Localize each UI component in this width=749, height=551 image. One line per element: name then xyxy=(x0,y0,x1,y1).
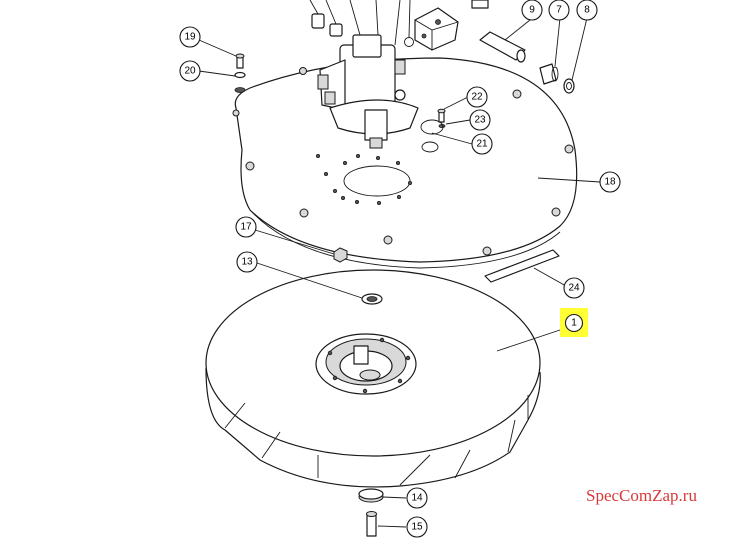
callout-23[interactable]: 23 xyxy=(469,109,491,131)
washer-14-bolt-15 xyxy=(358,488,384,537)
watermark-text: SpecComZap.ru xyxy=(586,486,697,505)
small-parts-21-23 xyxy=(420,108,446,153)
impeller xyxy=(205,269,541,488)
callout-13-label: 13 xyxy=(241,257,253,268)
callout-14-label: 14 xyxy=(411,493,423,504)
callout-9[interactable]: 9 xyxy=(521,0,543,21)
callout-8-label: 8 xyxy=(584,5,590,16)
callout-17[interactable]: 17 xyxy=(235,216,257,238)
hub-holes xyxy=(327,337,411,394)
callout-1-label: 1 xyxy=(571,318,577,329)
callout-20[interactable]: 20 xyxy=(179,60,201,82)
callout-13[interactable]: 13 xyxy=(236,251,258,273)
callout-14[interactable]: 14 xyxy=(406,487,428,509)
callout-24[interactable]: 24 xyxy=(563,277,585,299)
callout-22[interactable]: 22 xyxy=(466,86,488,108)
leader-lines xyxy=(198,17,601,528)
callout-15[interactable]: 15 xyxy=(406,516,428,538)
callout-15-label: 15 xyxy=(411,522,423,533)
callout-7[interactable]: 7 xyxy=(548,0,570,21)
callout-9-label: 9 xyxy=(529,5,535,16)
plate-holes xyxy=(315,153,412,205)
motor-assembly xyxy=(309,0,419,149)
valve-block xyxy=(414,0,489,51)
callout-20-label: 20 xyxy=(184,66,196,77)
cover-plate xyxy=(232,57,578,269)
callout-22-label: 22 xyxy=(471,92,483,103)
callout-19-label: 19 xyxy=(184,32,196,43)
callout-19[interactable]: 19 xyxy=(179,26,201,48)
bolt-19-washer-20 xyxy=(234,53,246,93)
callout-18-label: 18 xyxy=(604,177,616,188)
fitting-parts xyxy=(479,31,575,94)
callout-7-label: 7 xyxy=(556,5,562,16)
callout-24-label: 24 xyxy=(568,283,580,294)
callout-18[interactable]: 18 xyxy=(599,171,621,193)
callout-21-label: 21 xyxy=(476,139,488,150)
callout-1[interactable]: 1 xyxy=(560,308,588,337)
gasket-strip-24 xyxy=(484,249,560,283)
nut-17 xyxy=(333,247,348,263)
callout-17-label: 17 xyxy=(240,222,252,233)
plate-bolts xyxy=(232,67,574,256)
callout-21[interactable]: 21 xyxy=(471,133,493,155)
callout-8[interactable]: 8 xyxy=(576,0,598,21)
callout-23-label: 23 xyxy=(474,115,486,126)
